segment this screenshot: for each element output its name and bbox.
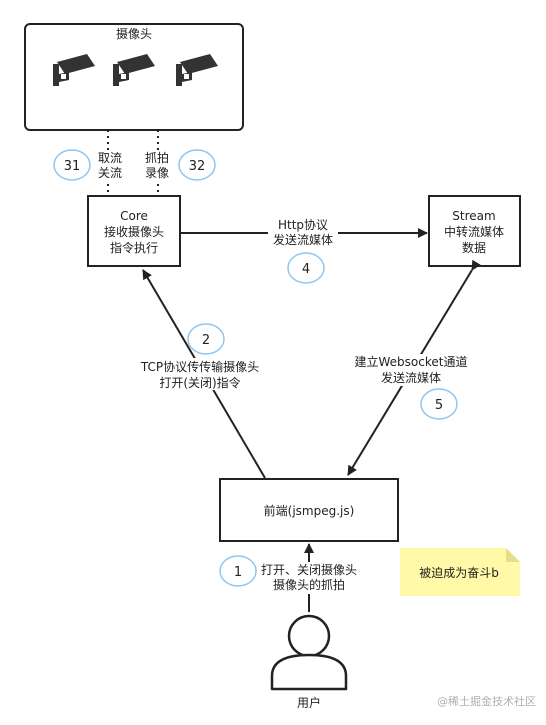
badge-32: 32: [178, 149, 216, 181]
edge-tcp-label: TCP协议传传输摄像头 打开(关闭)指令: [135, 358, 265, 390]
camera-icon: [53, 54, 95, 86]
badge-4: 4: [287, 252, 325, 284]
svg-text:Http协议: Http协议: [278, 217, 328, 232]
svg-text:打开、关闭摄像头: 打开、关闭摄像头: [261, 562, 357, 577]
camera-icon: [176, 54, 218, 86]
svg-text:2: 2: [202, 333, 210, 348]
svg-text:建立Websocket通道: 建立Websocket通道: [355, 354, 468, 369]
sticky-note: 被迫成为奋斗b: [400, 548, 520, 596]
svg-text:摄像头的抓拍: 摄像头的抓拍: [273, 577, 345, 592]
sticky-note-text: 被迫成为奋斗b: [419, 566, 499, 580]
core-box[interactable]: Core 接收摄像头 指令执行: [87, 195, 181, 267]
edge-31-label: 取流 关流: [94, 150, 126, 182]
badge-5: 5: [420, 388, 458, 420]
badge-1: 1: [219, 555, 257, 587]
core-box-line2: 接收摄像头: [104, 224, 164, 239]
svg-text:打开(关闭)指令: 打开(关闭)指令: [159, 375, 240, 390]
user-label: 用户: [297, 695, 321, 710]
svg-text:32: 32: [189, 159, 206, 174]
stream-box-line1: Stream: [452, 209, 495, 223]
badge-2: 2: [187, 323, 225, 355]
edge-ws-label: 建立Websocket通道 发送流媒体: [350, 354, 472, 386]
svg-text:5: 5: [435, 398, 443, 413]
svg-text:抓拍: 抓拍: [145, 150, 169, 165]
stream-box-line3: 数据: [462, 240, 486, 255]
svg-text:1: 1: [234, 565, 242, 580]
svg-text:发送流媒体: 发送流媒体: [273, 232, 333, 247]
stream-box-line2: 中转流媒体: [444, 224, 504, 239]
svg-text:4: 4: [302, 262, 310, 277]
edge-http-label: Http协议 发送流媒体: [268, 217, 338, 249]
svg-text:关流: 关流: [98, 166, 122, 180]
badge-31: 31: [53, 149, 91, 181]
core-box-line1: Core: [120, 209, 148, 223]
edge-user-label: 打开、关闭摄像头 摄像头的抓拍: [257, 562, 361, 594]
svg-text:录像: 录像: [145, 166, 169, 180]
watermark: @稀土掘金技术社区: [437, 694, 536, 708]
svg-text:31: 31: [64, 159, 81, 174]
camera-icon: [113, 54, 155, 86]
svg-text:TCP协议传传输摄像头: TCP协议传传输摄像头: [140, 359, 259, 374]
svg-text:发送流媒体: 发送流媒体: [381, 370, 441, 385]
user-icon[interactable]: [270, 614, 348, 691]
stream-box[interactable]: Stream 中转流媒体 数据: [428, 195, 521, 267]
edge-32-label: 抓拍 录像: [141, 150, 173, 182]
core-box-line3: 指令执行: [110, 240, 158, 255]
frontend-box-label: 前端(jsmpeg.js): [264, 503, 355, 518]
cameras-box[interactable]: 摄像头: [24, 23, 244, 131]
cameras-title: 摄像头: [116, 26, 152, 41]
frontend-box[interactable]: 前端(jsmpeg.js): [219, 478, 399, 542]
svg-text:取流: 取流: [98, 151, 122, 165]
